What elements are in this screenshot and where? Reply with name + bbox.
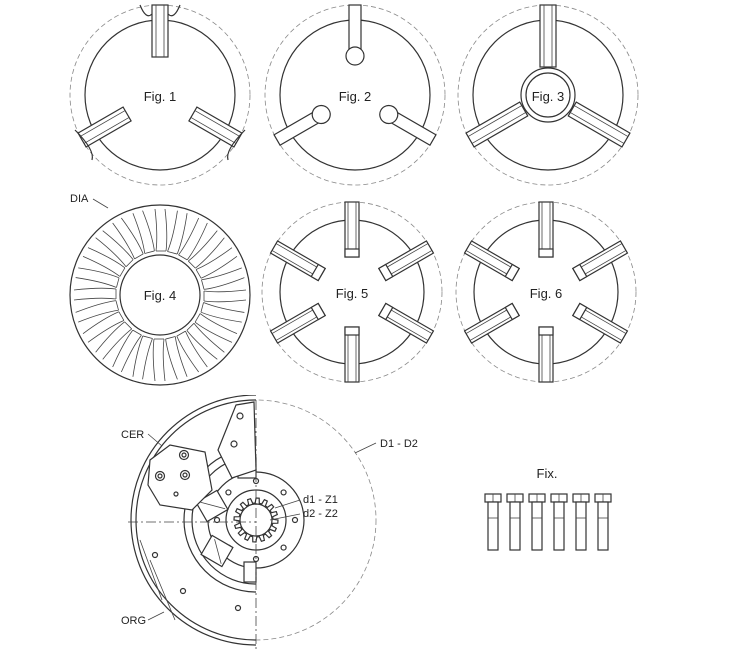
diaphragm-finger xyxy=(201,267,245,290)
diaphragm-finger xyxy=(132,210,155,254)
hub-hole xyxy=(225,489,232,496)
ceramic-pad-top xyxy=(217,401,257,479)
d1-z1-callout: d1 - Z1 xyxy=(303,494,338,506)
hub-spline xyxy=(233,497,279,543)
figure-4: DIA Fig. 4 xyxy=(69,193,251,386)
org-callout: ORG xyxy=(121,615,146,627)
fig4-diaphragm-fingers xyxy=(73,208,247,382)
hub-hole xyxy=(291,516,299,524)
diaphragm-finger xyxy=(82,247,126,277)
spring-slot xyxy=(463,302,521,344)
fixing-bolt xyxy=(572,493,590,551)
cer-callout: CER xyxy=(121,429,144,441)
d2-z2-callout: d2 - Z2 xyxy=(303,508,338,520)
d1-d2-callout: D1 - D2 xyxy=(380,438,418,450)
figure-3: Fig. 3 xyxy=(457,4,639,186)
diaphragm-finger xyxy=(75,267,120,288)
diaphragm-finger xyxy=(188,230,225,269)
fig1-left-spring xyxy=(188,106,243,148)
fig5-label: Fig. 5 xyxy=(336,286,369,301)
diaphragm-finger xyxy=(195,247,238,279)
diaphragm-finger xyxy=(95,230,134,267)
hub-hole xyxy=(280,489,287,496)
fixing-bolt xyxy=(550,493,568,551)
spring-slot xyxy=(571,240,629,282)
figure-2: Fig. 2 xyxy=(264,4,446,186)
diaphragm-finger xyxy=(132,335,153,380)
diaphragm-finger xyxy=(167,210,188,255)
fig1-label: Fig. 1 xyxy=(144,89,177,104)
dia-callout: DIA xyxy=(70,193,89,205)
spring-slot xyxy=(269,240,327,282)
diaphragm-finger xyxy=(176,330,208,373)
diaphragm-finger xyxy=(152,338,166,382)
fixing-bolt xyxy=(506,493,524,551)
diaphragm-finger xyxy=(82,311,125,343)
diaphragm-finger xyxy=(178,217,208,261)
figure-1: Fig. 1 xyxy=(69,4,251,186)
spring-slot xyxy=(269,302,327,344)
spring-slot xyxy=(377,240,435,282)
hub-hole xyxy=(213,516,221,524)
diaphragm-finger xyxy=(112,217,144,260)
spring-slot xyxy=(463,240,521,282)
diaphragm-finger xyxy=(203,289,247,303)
spring-slot xyxy=(538,326,554,383)
fig1-right-spring xyxy=(77,106,132,148)
spring-slot xyxy=(344,326,360,383)
fig3-label: Fig. 3 xyxy=(532,89,565,104)
diaphragm-finger xyxy=(154,208,168,252)
spring-slot xyxy=(377,302,435,344)
figure-5: Fig. 5 xyxy=(261,201,443,383)
diaphragm-finger xyxy=(112,329,142,373)
diaphragm-finger xyxy=(186,323,225,360)
spring-slot xyxy=(571,302,629,344)
fig4-label: Fig. 4 xyxy=(144,288,177,303)
spring-slot xyxy=(538,201,554,258)
fig6-label: Fig. 6 xyxy=(530,286,563,301)
spring-slot xyxy=(344,201,360,258)
hub-hole xyxy=(280,544,287,551)
fix-label: Fix. xyxy=(537,466,558,481)
fixing-bolts: Fix. xyxy=(484,466,612,551)
fig1-top-spring xyxy=(139,4,181,58)
fixing-bolt xyxy=(484,493,502,551)
fig2-label: Fig. 2 xyxy=(339,89,372,104)
figure-6: Fig. 6 xyxy=(455,201,637,383)
diaphragm-finger xyxy=(200,302,245,323)
diaphragm-finger xyxy=(73,287,117,301)
diaphragm-finger xyxy=(165,336,188,380)
fixing-bolt xyxy=(594,493,612,551)
ceramic-pad-left xyxy=(147,444,213,511)
diaphragm-finger xyxy=(194,313,238,343)
clutch-disc: CER ORG D1 - D2 d1 - Z1 d2 - Z2 xyxy=(121,395,418,652)
fixing-bolt xyxy=(528,493,546,551)
diaphragm-finger xyxy=(75,300,119,323)
diaphragm-finger xyxy=(95,321,132,360)
